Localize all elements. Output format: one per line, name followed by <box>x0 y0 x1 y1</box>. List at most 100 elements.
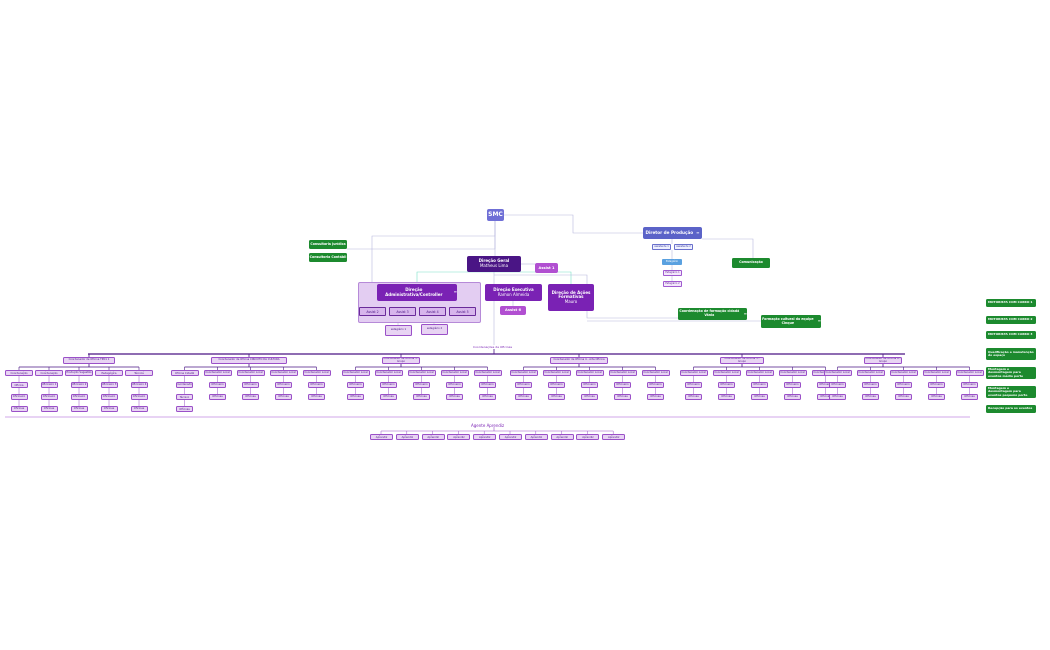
producao-estagiario[interactable]: Estagiário <box>662 259 682 265</box>
coordinator-top-node[interactable]: Coordenador Local <box>745 370 774 376</box>
assist1-node[interactable]: Assist 1 <box>535 263 558 273</box>
coordinator-mid-node[interactable]: Oficineiro <box>515 382 532 388</box>
coordinator-top-node[interactable]: Coordenador Local <box>922 370 951 376</box>
coordinator-low-node[interactable]: Oficinas <box>751 394 768 400</box>
coordinator-low-node[interactable]: Oficinas <box>446 394 463 400</box>
coordinator-mid-node[interactable]: Oficineiro <box>961 382 978 388</box>
coordinator-mid-node[interactable]: Oficineiro <box>548 382 565 388</box>
consultoria-juridica-node[interactable]: Consultoria Jurídica <box>309 240 347 249</box>
coordinator-mid-node[interactable]: Oficineiro <box>581 382 598 388</box>
coordinator-top-node[interactable]: Coordenador Local <box>856 370 885 376</box>
direcao-geral-node[interactable]: Direção Geral Matheus Lima <box>467 256 521 272</box>
estagiario-1-node[interactable]: estagiário 1 <box>385 325 412 336</box>
coordinator-node[interactable]: Coordenador de Oficina TPO1 1 <box>63 357 115 364</box>
coordinator-top-node[interactable]: Coordenador Local <box>509 370 538 376</box>
coordinator-top-node[interactable]: Coordenação Técnica <box>125 370 153 376</box>
coordinator-low-node[interactable]: Oficinas <box>928 394 945 400</box>
coordinator-mid-node[interactable]: Oficineiro <box>685 382 702 388</box>
coordinator-mid-node[interactable]: Oficineiro <box>413 382 430 388</box>
admin-assist-4[interactable]: Assist 4 <box>419 307 446 316</box>
agente-aprendiz-node[interactable]: Agente Aprendiz <box>473 434 497 440</box>
coordinator-bottom-node[interactable]: Oficinas <box>130 406 148 412</box>
coordinator-low-node[interactable]: Oficinas <box>961 394 978 400</box>
coordinator-low-node[interactable]: Oficinas <box>581 394 598 400</box>
coordinator-low-node[interactable]: Oficinas <box>685 394 702 400</box>
coordenacao-formacao-node[interactable]: Coordenação de formação cidadã Vânia≡ <box>678 308 747 320</box>
coordinator-low-node[interactable]: Oficinas <box>380 394 397 400</box>
admin-assist-5[interactable]: Assist 5 <box>449 307 476 316</box>
coordinator-mid-node[interactable]: Coordenador Oficina <box>10 382 28 388</box>
coordinator-top-node[interactable]: Coordenador Local <box>641 370 670 376</box>
agente-aprendiz-node[interactable]: Agente Aprendiz <box>447 434 471 440</box>
coordinator-node[interactable]: Coordenador de Oficina 6 - Grupo <box>864 357 902 364</box>
coordinator-low-node[interactable]: Oficinas <box>647 394 664 400</box>
coordinator-node[interactable]: Coordenador de Oficina 5 - Grupo <box>720 357 764 364</box>
coordinator-bottom-node[interactable]: Oficinas <box>70 406 88 412</box>
coordinator-mid-node[interactable]: Oficineiro <box>308 382 325 388</box>
coordinator-low-node[interactable]: Oficineiro <box>130 394 148 400</box>
coordinator-mid-node[interactable]: Oficineiro <box>647 382 664 388</box>
coordinator-low-node[interactable]: Oficinas <box>718 394 735 400</box>
agente-aprendiz-node[interactable]: Agente Aprendiz <box>602 434 626 440</box>
coordinator-mid-node[interactable]: Oficineiro <box>347 382 364 388</box>
producao-assistente-2[interactable]: assistente 2 <box>674 244 693 250</box>
right-column-node[interactable]: MOTORISTA COM CARRO 1 <box>986 299 1036 307</box>
coordinator-bottom-node[interactable]: Oficinas <box>100 406 118 412</box>
coordinator-low-node[interactable]: Oficinas <box>479 394 496 400</box>
coordinator-top-node[interactable]: Coordenador Local <box>302 370 331 376</box>
coordinator-top-node[interactable]: Coordenador Local <box>575 370 604 376</box>
coordinator-mid-node[interactable]: Oficineiro 3 <box>100 382 118 388</box>
agente-aprendiz-node[interactable]: Agente Aprendiz <box>550 434 574 440</box>
assist6-node[interactable]: Assist 6 <box>500 306 526 315</box>
coordinator-low-node[interactable]: Oficinas <box>413 394 430 400</box>
formacao-cultural-node[interactable]: Formação cultural da equipe Cinque≡ <box>761 315 821 328</box>
coordinator-low-node[interactable]: Oficinas <box>548 394 565 400</box>
right-column-node[interactable]: MOTORISTA COM CARRO 2 <box>986 316 1036 324</box>
coordinator-top-node[interactable]: Coordenador Local <box>889 370 918 376</box>
producao-estagiario-1[interactable]: Estagiário 1 <box>663 270 682 276</box>
coordinator-top-node[interactable]: Coordenador Local <box>269 370 298 376</box>
right-column-node[interactable]: Recepção para os eventos <box>986 405 1036 413</box>
coordinator-low-node[interactable]: Oficinas <box>829 394 846 400</box>
coordinator-top-node[interactable]: Coordenador Local <box>236 370 265 376</box>
coordinator-top-node[interactable]: Coordenador Local <box>341 370 370 376</box>
right-column-node[interactable]: MOTORISTA COM CARRO 3 <box>986 331 1036 339</box>
coordinator-top-node[interactable]: Coordenador Local <box>679 370 708 376</box>
smc-node[interactable]: SMC <box>487 209 504 221</box>
coordinator-mid-node[interactable]: Oficineiro <box>862 382 879 388</box>
coordinator-low-node[interactable]: Oficinas <box>242 394 259 400</box>
coordinator-low-node[interactable]: Oficinas <box>614 394 631 400</box>
coordinator-mid-node[interactable]: Oficineiro <box>242 382 259 388</box>
agente-aprendiz-node[interactable]: Agente Aprendiz <box>576 434 600 440</box>
coordinator-top-node[interactable]: Coordenador Local <box>473 370 502 376</box>
coordinator-bottom-node[interactable]: Oficinas <box>40 406 58 412</box>
coordinator-mid-node[interactable]: Oficineiro <box>479 382 496 388</box>
coordinator-top-node[interactable]: Arte Oficina, Oficina Cidadã <box>170 370 199 376</box>
coordinator-top-node[interactable]: Produção Sugestão <box>65 370 93 376</box>
agente-aprendiz-node[interactable]: Agente Aprendiz <box>421 434 445 440</box>
coordinator-low-node[interactable]: Oficinas <box>275 394 292 400</box>
coordinator-top-node[interactable]: Coordenador Local <box>407 370 436 376</box>
coordinator-low-node[interactable]: Oficinas <box>784 394 801 400</box>
agente-aprendiz-node[interactable]: Agente Aprendiz <box>524 434 548 440</box>
coordinator-low-node[interactable]: Oficineiro <box>40 394 58 400</box>
right-column-node[interactable]: Montagem e desmontagem para eventos pequ… <box>986 386 1036 398</box>
coordinator-low-node[interactable]: Oficinas <box>308 394 325 400</box>
coordinator-low-node[interactable]: Oficineiro <box>100 394 118 400</box>
coordinator-top-node[interactable]: Auxiliar de Apoio à Coordenação <box>5 370 33 376</box>
coordinator-mid-node[interactable]: Oficineiro <box>829 382 846 388</box>
coordinator-mid-node[interactable]: Oficineiro <box>718 382 735 388</box>
coordinator-low-node[interactable]: Oficinas <box>895 394 912 400</box>
coordinator-mid-node[interactable]: Oficineiro 4 <box>130 382 148 388</box>
coordinator-mid-node[interactable]: Oficineiro <box>751 382 768 388</box>
coordinator-top-node[interactable]: Coordenador Local <box>374 370 403 376</box>
diretor-producao-node[interactable]: Diretor de Produção≡ <box>643 227 702 239</box>
agente-aprendiz-node[interactable]: Agente Aprendiz <box>370 434 393 440</box>
admin-assist-2[interactable]: Assist 2 <box>359 307 386 316</box>
coordinator-low-node[interactable]: Oficineiro <box>70 394 88 400</box>
coordinator-top-node[interactable]: Coordenador Local <box>608 370 637 376</box>
coordinator-low-node[interactable]: Oficinas <box>515 394 532 400</box>
coordinator-node[interactable]: Coordenador de Oficina 3 - Grupo <box>382 357 420 364</box>
coordinator-low-node[interactable]: Oficineiro Técnico <box>176 394 193 400</box>
coordinator-bottom-node[interactable]: Oficinas <box>10 406 28 412</box>
